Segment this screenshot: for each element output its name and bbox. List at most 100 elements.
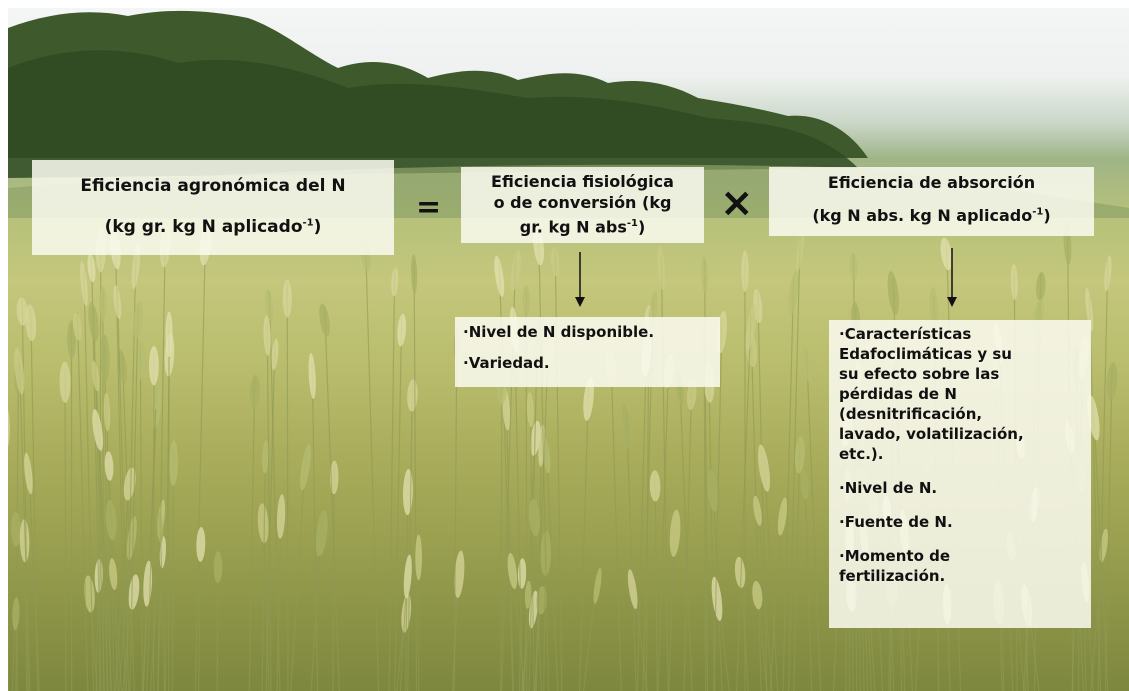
wheat-ear xyxy=(11,512,21,547)
wheat-stalk xyxy=(333,463,334,691)
wheat-stalk xyxy=(287,285,288,691)
wheat-stalk xyxy=(555,248,562,691)
wheat-ear xyxy=(406,379,418,412)
absorption-units-exponent: -1 xyxy=(1032,207,1043,218)
wheat-ear xyxy=(149,346,159,386)
wheat-ear xyxy=(592,567,603,604)
wheat-ear xyxy=(800,470,810,500)
wheat-ear xyxy=(800,345,814,383)
wheat-ear xyxy=(86,253,96,282)
wheat-ear xyxy=(103,393,111,432)
wheat-ear xyxy=(22,452,34,494)
wheat-stalk xyxy=(65,368,66,691)
wheat-stalk xyxy=(501,371,502,691)
wheat-ear xyxy=(396,314,407,347)
wheat-ear xyxy=(1103,255,1113,292)
agronomic-efficiency-box: Eficiencia agronómica del N (kg gr. kg N… xyxy=(32,160,394,255)
absorption-factor-timing: ·Momento de xyxy=(839,546,1083,566)
absorption-efficiency-units: (kg N abs. kg N aplicado-1) xyxy=(769,206,1094,225)
absorption-efficiency-box: Eficiencia de absorción (kg N abs. kg N … xyxy=(769,167,1094,236)
wheat-stalk xyxy=(414,260,416,691)
arrow-down-physiological xyxy=(572,252,588,308)
wheat-ear xyxy=(90,360,101,392)
wheat-ear xyxy=(751,580,764,609)
wheat-ear xyxy=(656,245,666,290)
physiological-factors-box: ·Nivel de N disponible. ·Variedad. xyxy=(455,317,720,387)
wheat-stalk xyxy=(389,268,395,691)
equals-sign: = xyxy=(416,190,441,225)
absorption-factor-timing-cont: fertilización. xyxy=(839,566,1083,586)
wheat-ear xyxy=(8,407,10,447)
wheat-ear xyxy=(626,569,640,610)
wheat-ear xyxy=(506,552,519,589)
wheat-stalk xyxy=(580,385,589,691)
wheat-ear xyxy=(522,285,530,318)
wheat-ear xyxy=(492,255,506,297)
wheat-stalk xyxy=(737,313,752,691)
absorption-efficiency-title: Eficiencia de absorción xyxy=(769,173,1094,192)
physiological-efficiency-line2: o de conversión (kg xyxy=(461,192,704,213)
wheat-stalk xyxy=(611,354,621,691)
wheat-stalk xyxy=(195,229,205,691)
wheat-ear xyxy=(411,254,418,294)
wheat-ear xyxy=(276,494,286,539)
absorption-factor-line: Edafoclimáticas y su xyxy=(839,344,1083,364)
physio-factor-item: ·Nivel de N disponible. xyxy=(463,323,712,341)
wheat-ear xyxy=(307,353,316,400)
agronomic-units-close: ) xyxy=(314,217,322,237)
physio-units-close: ) xyxy=(638,217,645,236)
wheat-ear xyxy=(756,444,773,493)
arrow-down-absorption xyxy=(944,248,960,308)
wheat-stalk xyxy=(709,369,715,691)
absorption-factor-line: ·Características xyxy=(839,324,1083,344)
agronomic-units-text: (kg gr. kg N aplicado xyxy=(105,217,303,237)
wheat-stalk xyxy=(794,441,800,691)
wheat-ear xyxy=(649,470,660,502)
wheat-ear xyxy=(886,270,901,315)
physiological-efficiency-line3: gr. kg N abs-1) xyxy=(461,213,704,237)
wheat-ear xyxy=(508,250,523,292)
wheat-ear xyxy=(12,597,20,630)
physio-factor-item: ·Variedad. xyxy=(463,354,712,372)
agronomic-units-exponent: -1 xyxy=(303,217,314,228)
wheat-ear xyxy=(415,535,422,581)
wheat-stalk xyxy=(805,471,812,691)
wheat-stalk xyxy=(783,279,794,691)
absorption-factor-line: etc.). xyxy=(839,444,1083,464)
wheat-ear xyxy=(741,250,748,291)
wheat-ear xyxy=(621,404,632,451)
wheat-ear xyxy=(317,303,331,338)
wheat-ear xyxy=(112,285,123,320)
wheat-ear xyxy=(550,247,560,277)
wheat-stalk xyxy=(806,350,820,691)
wheat-stalk xyxy=(19,357,30,691)
absorption-factor-line: lavado, volatilización, xyxy=(839,424,1083,444)
absorption-units-text: (kg N abs. kg N aplicado xyxy=(812,206,1032,225)
absorption-units-close: ) xyxy=(1043,206,1050,225)
wheat-stalk xyxy=(325,306,340,691)
times-sign: × xyxy=(720,180,754,226)
wheat-ear xyxy=(402,554,413,599)
wheat-ear xyxy=(403,469,414,515)
wheat-ear xyxy=(710,576,725,621)
wheat-stalk xyxy=(140,346,142,691)
wheat-stalk xyxy=(626,413,636,691)
wheat-stalk xyxy=(249,378,255,691)
absorption-factors-box: ·Características Edafoclimáticas y su su… xyxy=(829,320,1091,628)
absorption-factor-line: pérdidas de N xyxy=(839,384,1083,404)
wheat-ear xyxy=(59,362,70,403)
wheat-ear xyxy=(314,510,330,557)
wheat-stalk xyxy=(312,362,317,691)
wheat-ear xyxy=(214,551,223,583)
wheat-ear xyxy=(701,256,709,294)
physiological-efficiency-box: Eficiencia fisiológica o de conversión (… xyxy=(461,167,704,243)
wheat-ear xyxy=(249,375,261,409)
wheat-ear xyxy=(282,279,292,317)
wheat-ear xyxy=(518,558,527,589)
wheat-stalk xyxy=(147,376,157,691)
wheat-ear xyxy=(142,560,153,607)
wheat-ear xyxy=(390,267,399,297)
wheat-ear xyxy=(743,303,758,351)
wheat-ear xyxy=(849,253,857,281)
wheat-ear xyxy=(257,503,270,544)
